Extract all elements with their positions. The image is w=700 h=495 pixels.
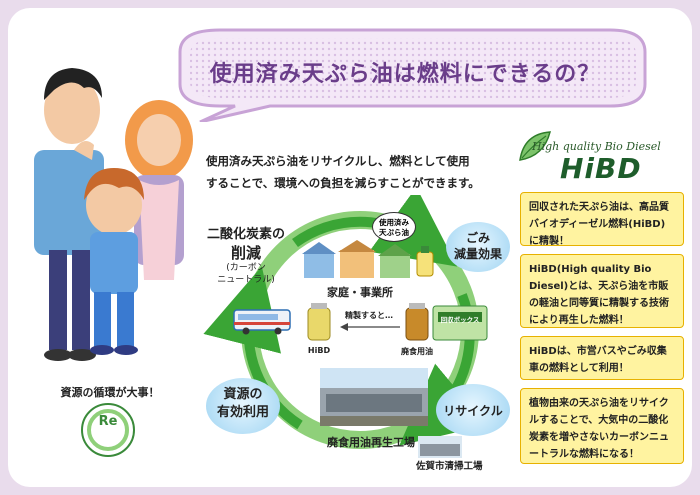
refine-arrow-icon [340, 323, 400, 331]
used-oil-tag: 使用済み 天ぷら油 [372, 212, 416, 242]
co2-label-2: 削減 [230, 244, 261, 262]
hibd-label: HiBD [307, 346, 331, 355]
city-plant-label: 佐賀市清掃工場 [416, 461, 483, 472]
lead-line-2: することで、環境への負担を減らすことができます。 [206, 176, 480, 190]
waste-oil-label: 廃食用油 [401, 347, 433, 356]
oil-bottle-icon [416, 246, 434, 277]
gomi-label: ごみ 減量効果 [446, 230, 510, 262]
page-title: 使用済み天ぷら油は燃料にできるの？ [209, 62, 601, 87]
info-box-4: 植物由来の天ぷら油をリサイクルすることで、大気中の二酸化炭素を増やさないカーボン… [520, 388, 684, 464]
gomi-bubble [446, 222, 510, 272]
resource-label-2: 有効利用 [216, 405, 269, 420]
hibd-jar-icon [307, 303, 331, 341]
mother-figure [125, 100, 193, 280]
info-box-3: HiBDは、市営バスやごみ収集車の燃料として利用！ [520, 336, 684, 380]
lead-text: 使用済み天ぷら油をリサイクルし、燃料として使用 することで、環境への負担を減らす… [206, 150, 506, 194]
household-label: 家庭・事業所 [327, 286, 393, 299]
family-illustration [34, 68, 193, 361]
resource-label-1: 資源の [223, 387, 263, 402]
houses-icon [302, 240, 412, 278]
re-mark-logo [81, 403, 135, 457]
resource-label: 資源の 有効利用 [206, 386, 280, 422]
gomi-label-2: 減量効果 [453, 247, 502, 261]
footer-note: 資源の循環が大事！ [60, 386, 160, 399]
gomi-label-1: ごみ [465, 231, 490, 245]
city-plant-photo [418, 436, 462, 458]
bus-icon [233, 309, 291, 335]
resource-bubble [206, 378, 280, 434]
refining-label: 精製すると… [345, 311, 393, 320]
logo-subtitle: High quality Bio Diesel [532, 140, 661, 153]
recycle-label: リサイクル [443, 404, 503, 418]
plant-label: 廃食用油再生工場 [327, 436, 415, 449]
co2-label-1: 二酸化炭素の [206, 227, 285, 242]
info-box-1: 回収された天ぷら油は、高品質バイオディーゼル燃料(HiBD)に精製！ [520, 192, 684, 247]
recycle-bubble [436, 384, 510, 436]
co2-label: 二酸化炭素の 削減 (カーボン ニュートラル) [196, 226, 296, 286]
collection-box-icon [432, 305, 488, 341]
collection-box-label: 回収ボックス [440, 316, 480, 324]
logo-hibd: HiBD [560, 152, 642, 185]
plant-photo [320, 368, 428, 426]
father-figure [34, 68, 104, 361]
re-mark-text: Re [98, 414, 118, 429]
co2-sub-label: (カーボン ニュートラル) [217, 263, 275, 285]
title-bubble [178, 28, 647, 122]
info-box-2: HiBD(High quality Bio Diesel)とは、天ぷら油を市販の… [520, 254, 684, 328]
leaf-icon [519, 131, 551, 161]
lead-line-1: 使用済み天ぷら油をリサイクルし、燃料として使用 [206, 154, 470, 168]
boy-figure [84, 168, 144, 355]
waste-oil-jar-icon [405, 303, 429, 341]
